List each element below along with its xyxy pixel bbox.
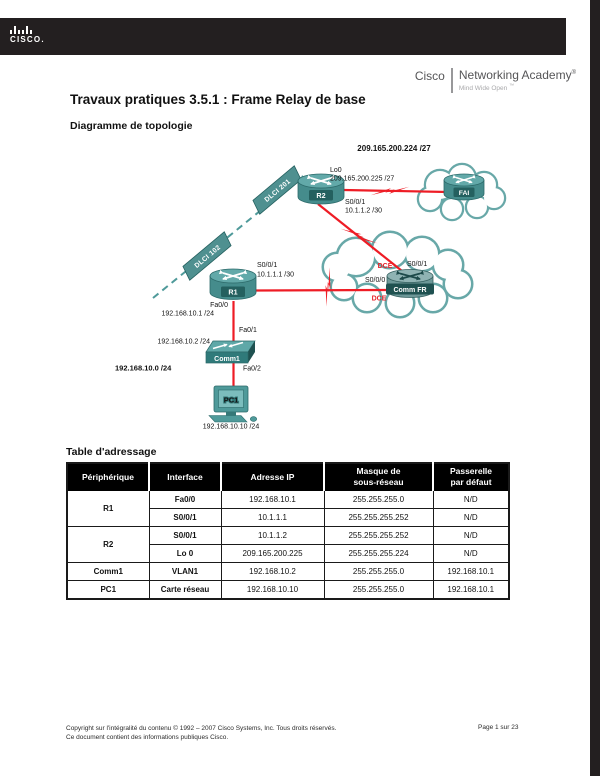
frame-relay-switch-label: Comm FR (393, 287, 426, 294)
cell-ip: 209.165.200.225 (220, 544, 325, 564)
page-number: Page 1 sur 23 (478, 724, 519, 731)
table-row: Lo 0 209.165.200.225 255.255.255.224 N/D (67, 544, 510, 564)
r1-lan-ip-label: 192.168.10.1 /24 (161, 311, 214, 318)
col-header-ip: Adresse IP (220, 462, 325, 492)
router-r2-label: R2 (316, 191, 325, 200)
table-row: R2 S0/0/1 10.1.1.2 255.255.255.252 N/D (66, 526, 510, 564)
dce-bottom-label: DCE (372, 296, 387, 303)
wan-network-label: 209.165.200.224 /27 (357, 144, 431, 153)
cell-gateway: N/D (432, 508, 510, 528)
router-fai-icon: FAI (443, 173, 485, 201)
cell-gateway: N/D (432, 544, 510, 564)
cell-ip: 192.168.10.2 (220, 562, 325, 582)
link-r1-commfr (255, 288, 391, 292)
cell-device: R1 (66, 490, 150, 528)
cell-device: Comm1 (66, 562, 150, 582)
addressing-heading: Table d'adressage (66, 446, 157, 458)
link-r2-commfr (317, 203, 403, 272)
cisco-logo-bars-icon (10, 25, 50, 34)
comm1-downlink-label: Fa0/2 (243, 366, 261, 373)
cell-ip: 192.168.10.1 (220, 490, 325, 510)
r2-lo0-ip-label: 209.165.200.225 /27 (330, 176, 394, 183)
lightning-bolt-icon (325, 267, 331, 307)
table-row: R1 Fa0/0 192.168.10.1 255.255.255.0 N/D (66, 490, 510, 528)
dlci-201-banner: DLCI 201 (252, 165, 302, 215)
col-header-device: Périphérique (66, 462, 150, 492)
cell-mask: 255.255.255.0 (323, 580, 434, 600)
r1-serial-ip-label: 10.1.1.1 /30 (257, 272, 294, 279)
lightning-bolt-icon (370, 186, 410, 196)
page-title: Travaux pratiques 3.5.1 : Frame Relay de… (70, 92, 366, 107)
cell-mask: 255.255.255.0 (323, 490, 434, 510)
table-row: PC1 Carte réseau 192.168.10.10 255.255.2… (66, 580, 510, 600)
mouse-icon (250, 416, 258, 422)
cisco-logo-text: CISCO. (10, 35, 45, 44)
brand-divider (450, 68, 453, 93)
cell-interface: S0/0/1 (148, 508, 222, 528)
cell-device: R2 (66, 526, 150, 564)
switch-comm1-icon: Comm1 (205, 340, 256, 364)
cell-interface: Fa0/0 (148, 490, 222, 510)
col-header-interface: Interface (148, 462, 222, 492)
r2-lo0-label: Lo0 (330, 167, 342, 174)
cell-mask: 255.255.255.224 (323, 544, 434, 564)
frame-relay-cloud-icon (321, 230, 474, 319)
pc1-ip-label: 192.168.10.10 /24 (203, 424, 260, 431)
router-r1-label: R1 (228, 288, 237, 297)
brand-academy-text: Networking Academy® (458, 68, 576, 82)
brand-tagline: Mind Wide Open ™ (458, 83, 515, 93)
lan-network-label: 192.168.10.0 /24 (115, 364, 172, 373)
cell-device: PC1 (66, 580, 150, 600)
cell-gateway: N/D (432, 490, 510, 510)
r2-serial-label: S0/0/1 (345, 199, 365, 206)
cell-gateway: 192.168.10.1 (432, 580, 510, 600)
cell-gateway: N/D (432, 526, 510, 546)
cell-interface: S0/0/1 (148, 526, 222, 546)
topology-diagram: DLCI 201 DLCI 102 R2 FAI (115, 144, 507, 431)
lightning-bolt-icon (340, 228, 378, 244)
addressing-table: Périphérique Interface Adresse IP Masque… (66, 462, 510, 601)
router-r1-icon: R1 (209, 268, 257, 300)
cell-mask: 255.255.255.252 (323, 508, 434, 528)
cell-gateway: 192.168.10.1 (432, 562, 510, 582)
r1-lan-int-label: Fa0/0 (210, 302, 228, 309)
cell-interface: VLAN1 (148, 562, 222, 582)
cell-interface: Carte réseau (148, 580, 222, 600)
footer-copyright: Copyright sur l'intégralité du contenu ©… (66, 724, 336, 742)
topology-heading: Diagramme de topologie (70, 120, 193, 132)
cell-ip: 10.1.1.2 (220, 526, 325, 546)
r1-serial-label: S0/0/1 (257, 262, 277, 269)
commfr-port-r2-label: S0/0/1 (407, 261, 427, 268)
comm1-uplink-label: Fa0/1 (239, 327, 257, 334)
cell-ip: 10.1.1.1 (220, 508, 325, 528)
registered-mark: ® (571, 70, 576, 76)
router-fai-label: FAI (459, 190, 470, 197)
pc1-label: PC1 (224, 396, 239, 405)
cell-ip: 192.168.10.10 (220, 580, 325, 600)
commfr-port-r1-label: S0/0/0 (365, 277, 385, 284)
footer-line2: Ce document contient des informations pu… (66, 734, 229, 742)
cisco-header-bar: CISCO. (0, 18, 566, 55)
table-row: Comm1 VLAN1 192.168.10.2 255.255.255.0 1… (66, 562, 510, 582)
page-right-margin-strip (590, 0, 600, 776)
cisco-logo: CISCO. (10, 25, 50, 44)
dce-top-label: DCE (378, 263, 393, 270)
r2-serial-ip-label: 10.1.1.2 /30 (345, 208, 382, 215)
router-r2-icon: R2 (297, 173, 345, 205)
cell-mask: 255.255.255.0 (323, 562, 434, 582)
cell-mask: 255.255.255.252 (323, 526, 434, 546)
cell-interface: Lo 0 (148, 544, 222, 564)
frame-relay-switch-icon: Comm FR (386, 269, 434, 298)
pc1-icon: PC1 (208, 385, 258, 423)
comm1-ip-label: 192.168.10.2 /24 (157, 339, 210, 346)
table-header-row: Périphérique Interface Adresse IP Masque… (66, 462, 510, 492)
brand-cisco-text: Cisco (414, 69, 445, 83)
footer-line1: Copyright sur l'intégralité du contenu ©… (66, 725, 337, 732)
networking-academy-brand: Cisco Networking Academy® Mind Wide Open… (415, 68, 576, 93)
switch-comm1-label: Comm1 (214, 356, 240, 363)
trademark-mark: ™ (509, 83, 515, 89)
